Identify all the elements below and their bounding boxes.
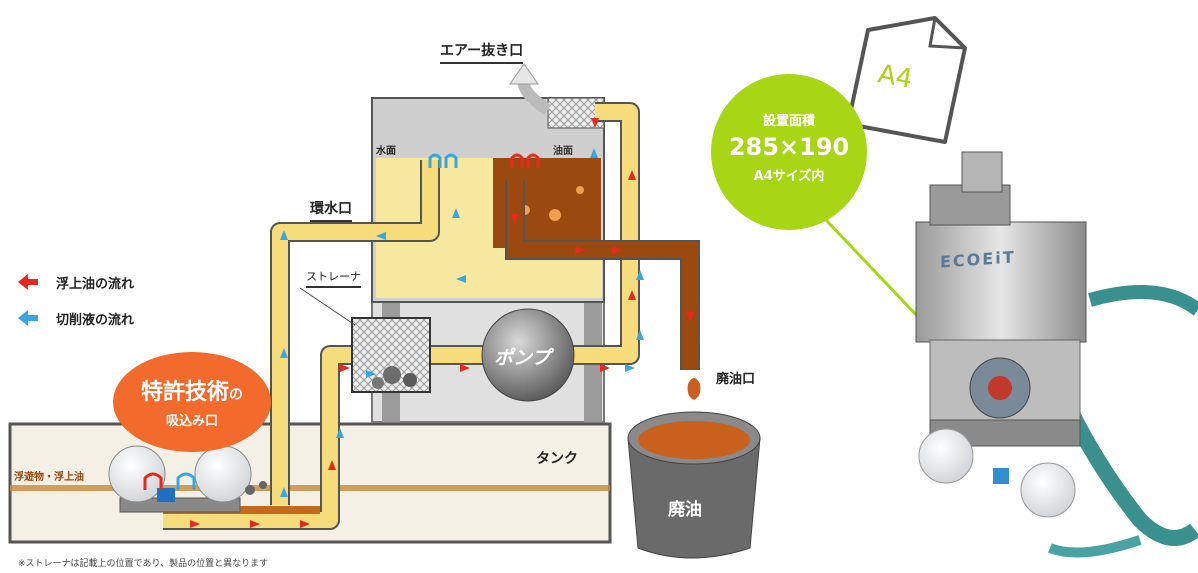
surface-siphons [143,153,540,490]
install-line1: 設置面積 [762,114,815,129]
paper-label: A4 [875,59,915,95]
legend-oil: 浮上油の流れ [56,273,134,292]
waste-oil-label: 廃油 [668,500,702,520]
legend-oil-text: 浮上油の流れ [56,277,135,292]
oil-flow-arrows [190,118,694,528]
patent-bubble: 特許技術の 吸込み口 [113,352,271,452]
air-vent-label: エアー抜き口 [440,40,524,64]
strainer-label: ストレーナ [306,268,361,288]
footnote: ※ストレーナは記載上の位置であり、製品の位置と異なります [18,559,269,569]
waste-oil-port-label: 廃油口 [716,372,756,387]
legend-arrows [18,274,38,326]
install-line3: A4サイズ内 [753,169,825,184]
strainer [299,287,431,393]
patent-particle: の [229,387,243,403]
suction-float [108,445,267,513]
patent-title: 特許技術 [140,380,229,405]
legend-coolant-text: 切削液の流れ [56,313,135,328]
separator-tank [371,97,605,303]
coolant-flow-arrows [280,148,644,497]
waste-oil-pail [627,378,761,559]
tank-label: タンク [536,451,578,467]
water-surface-label: 水面 [376,146,396,157]
product-photo [915,151,1198,558]
patent-subtitle: 吸込み口 [165,414,218,429]
legend-coolant: 切削液の流れ [56,309,134,328]
floating-oil-label: 浮遊物・浮上油 [14,472,84,483]
return-port-label: 環水口 [310,198,352,222]
install-area-bubble: 設置面積 285×190 A4サイズ内 [711,74,867,230]
oil-surface-label: 油面 [553,146,573,157]
install-line2: 285×190 [728,133,850,161]
pump-label: ポンプ [494,347,551,369]
pump [481,308,575,402]
